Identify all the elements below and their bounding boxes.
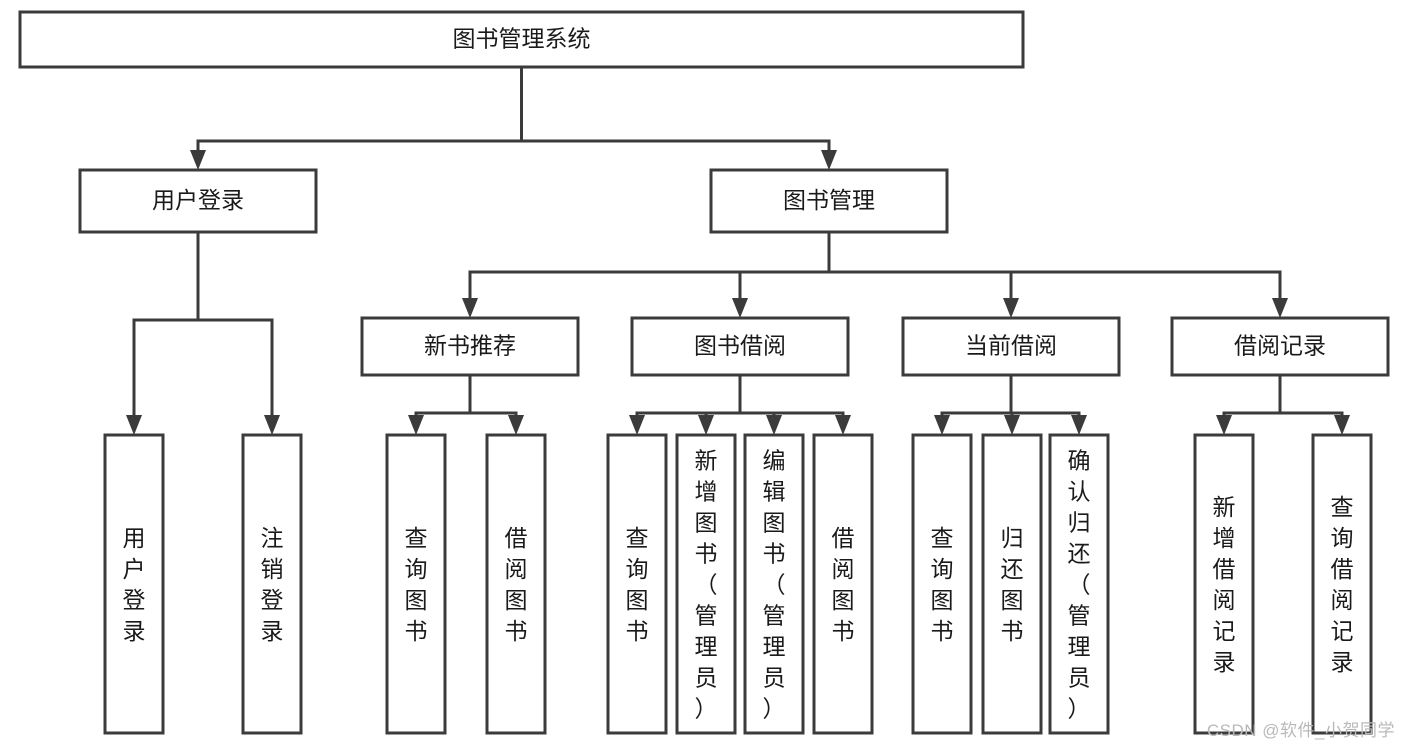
arrow-head-icon	[766, 415, 782, 435]
leaf-node-box	[911, 433, 973, 735]
level3-node-label: 当前借阅	[965, 333, 1057, 359]
arrow-head-icon	[835, 415, 851, 435]
level3-node[interactable]: 新书推荐	[360, 316, 580, 377]
leaf-node-box	[241, 433, 303, 735]
leaf-node-box	[1048, 433, 1110, 735]
level2-node[interactable]: 用户登录	[78, 168, 318, 234]
arrow-head-icon	[264, 415, 280, 435]
leaf-node-box	[675, 433, 737, 735]
root-node-box	[18, 10, 1025, 69]
level2-node[interactable]: 图书管理	[709, 168, 949, 234]
csdn-watermark: CSDN @软件_小贺同学	[1206, 721, 1395, 740]
leaf-node[interactable]: 注销登录	[241, 433, 303, 735]
arrow-head-icon	[1334, 415, 1350, 435]
arrow-head-icon	[732, 298, 748, 318]
leaf-node-label: 编辑图书（管理员）	[763, 448, 786, 722]
level3-node-box	[901, 316, 1121, 377]
level3-node-box	[360, 316, 580, 377]
arrow-head-icon	[629, 415, 645, 435]
leaf-node-box	[103, 433, 165, 735]
arrow-head-icon	[821, 150, 837, 170]
leaf-node-label: 查询图书	[931, 525, 954, 644]
level3-node-box	[630, 316, 850, 377]
leaf-node-label: 新增图书（管理员）	[695, 448, 718, 722]
leaf-node-box	[485, 433, 547, 735]
leaf-node[interactable]: 编辑图书（管理员）	[743, 433, 805, 735]
arrow-head-icon	[1071, 415, 1087, 435]
leaf-node[interactable]: 借阅图书	[812, 433, 874, 735]
leaf-node-label: 查询图书	[626, 525, 649, 644]
level2-node-box	[78, 168, 318, 234]
arrow-head-icon	[1003, 298, 1019, 318]
level2-node-label: 图书管理	[783, 187, 875, 213]
arrow-head-icon	[462, 298, 478, 318]
arrow-head-icon	[190, 150, 206, 170]
leaf-node-label: 借阅图书	[505, 525, 528, 644]
arrow-head-icon	[508, 415, 524, 435]
leaf-node[interactable]: 查询图书	[385, 433, 447, 735]
arrow-head-icon	[126, 415, 142, 435]
leaf-node[interactable]: 借阅图书	[485, 433, 547, 735]
level2-node-box	[709, 168, 949, 234]
arrow-head-icon	[1272, 298, 1288, 318]
leaf-node[interactable]: 归还图书	[981, 433, 1043, 735]
leaf-node-box	[385, 433, 447, 735]
root-node[interactable]: 图书管理系统	[18, 10, 1025, 69]
level3-node[interactable]: 当前借阅	[901, 316, 1121, 377]
level3-node-label: 新书推荐	[424, 333, 516, 359]
arrow-head-icon	[1004, 415, 1020, 435]
level2-node-label: 用户登录	[152, 187, 244, 213]
leaf-node-box	[1193, 433, 1255, 735]
leaf-node[interactable]: 查询图书	[911, 433, 973, 735]
leaf-node-box	[981, 433, 1043, 735]
level3-node[interactable]: 借阅记录	[1170, 316, 1390, 377]
leaf-node-box	[812, 433, 874, 735]
leaf-node-box	[743, 433, 805, 735]
arrow-head-icon	[1216, 415, 1232, 435]
leaf-node[interactable]: 新增图书（管理员）	[675, 433, 737, 735]
arrow-head-icon	[934, 415, 950, 435]
leaf-node[interactable]: 用户登录	[103, 433, 165, 735]
leaf-node-label: 查询借阅记录	[1331, 494, 1354, 675]
leaf-node-label: 确认归还（管理员）	[1068, 448, 1091, 722]
leaf-node[interactable]: 确认归还（管理员）	[1048, 433, 1110, 735]
root-node-label: 图书管理系统	[453, 26, 591, 52]
arrow-head-icon	[698, 415, 714, 435]
leaf-node-label: 借阅图书	[832, 525, 855, 644]
leaf-node-label: 用户登录	[123, 525, 146, 644]
connector-lines	[126, 65, 1350, 435]
level3-node-label: 借阅记录	[1234, 333, 1326, 359]
leaf-node-label: 新增借阅记录	[1213, 494, 1236, 675]
arrow-head-icon	[408, 415, 424, 435]
leaf-node-box	[1311, 433, 1373, 735]
level3-node[interactable]: 图书借阅	[630, 316, 850, 377]
level3-node-box	[1170, 316, 1390, 377]
level3-node-label: 图书借阅	[694, 333, 786, 359]
leaf-node-label: 查询图书	[405, 525, 428, 644]
leaf-node-box	[606, 433, 668, 735]
leaf-node-label: 注销登录	[261, 525, 284, 644]
leaf-node[interactable]: 查询借阅记录	[1311, 433, 1373, 735]
leaf-node[interactable]: 查询图书	[606, 433, 668, 735]
leaf-node[interactable]: 新增借阅记录	[1193, 433, 1255, 735]
leaf-node-label: 归还图书	[1001, 525, 1024, 644]
node-boxes: 图书管理系统用户登录图书管理新书推荐图书借阅当前借阅借阅记录用户登录注销登录查询…	[18, 10, 1390, 735]
